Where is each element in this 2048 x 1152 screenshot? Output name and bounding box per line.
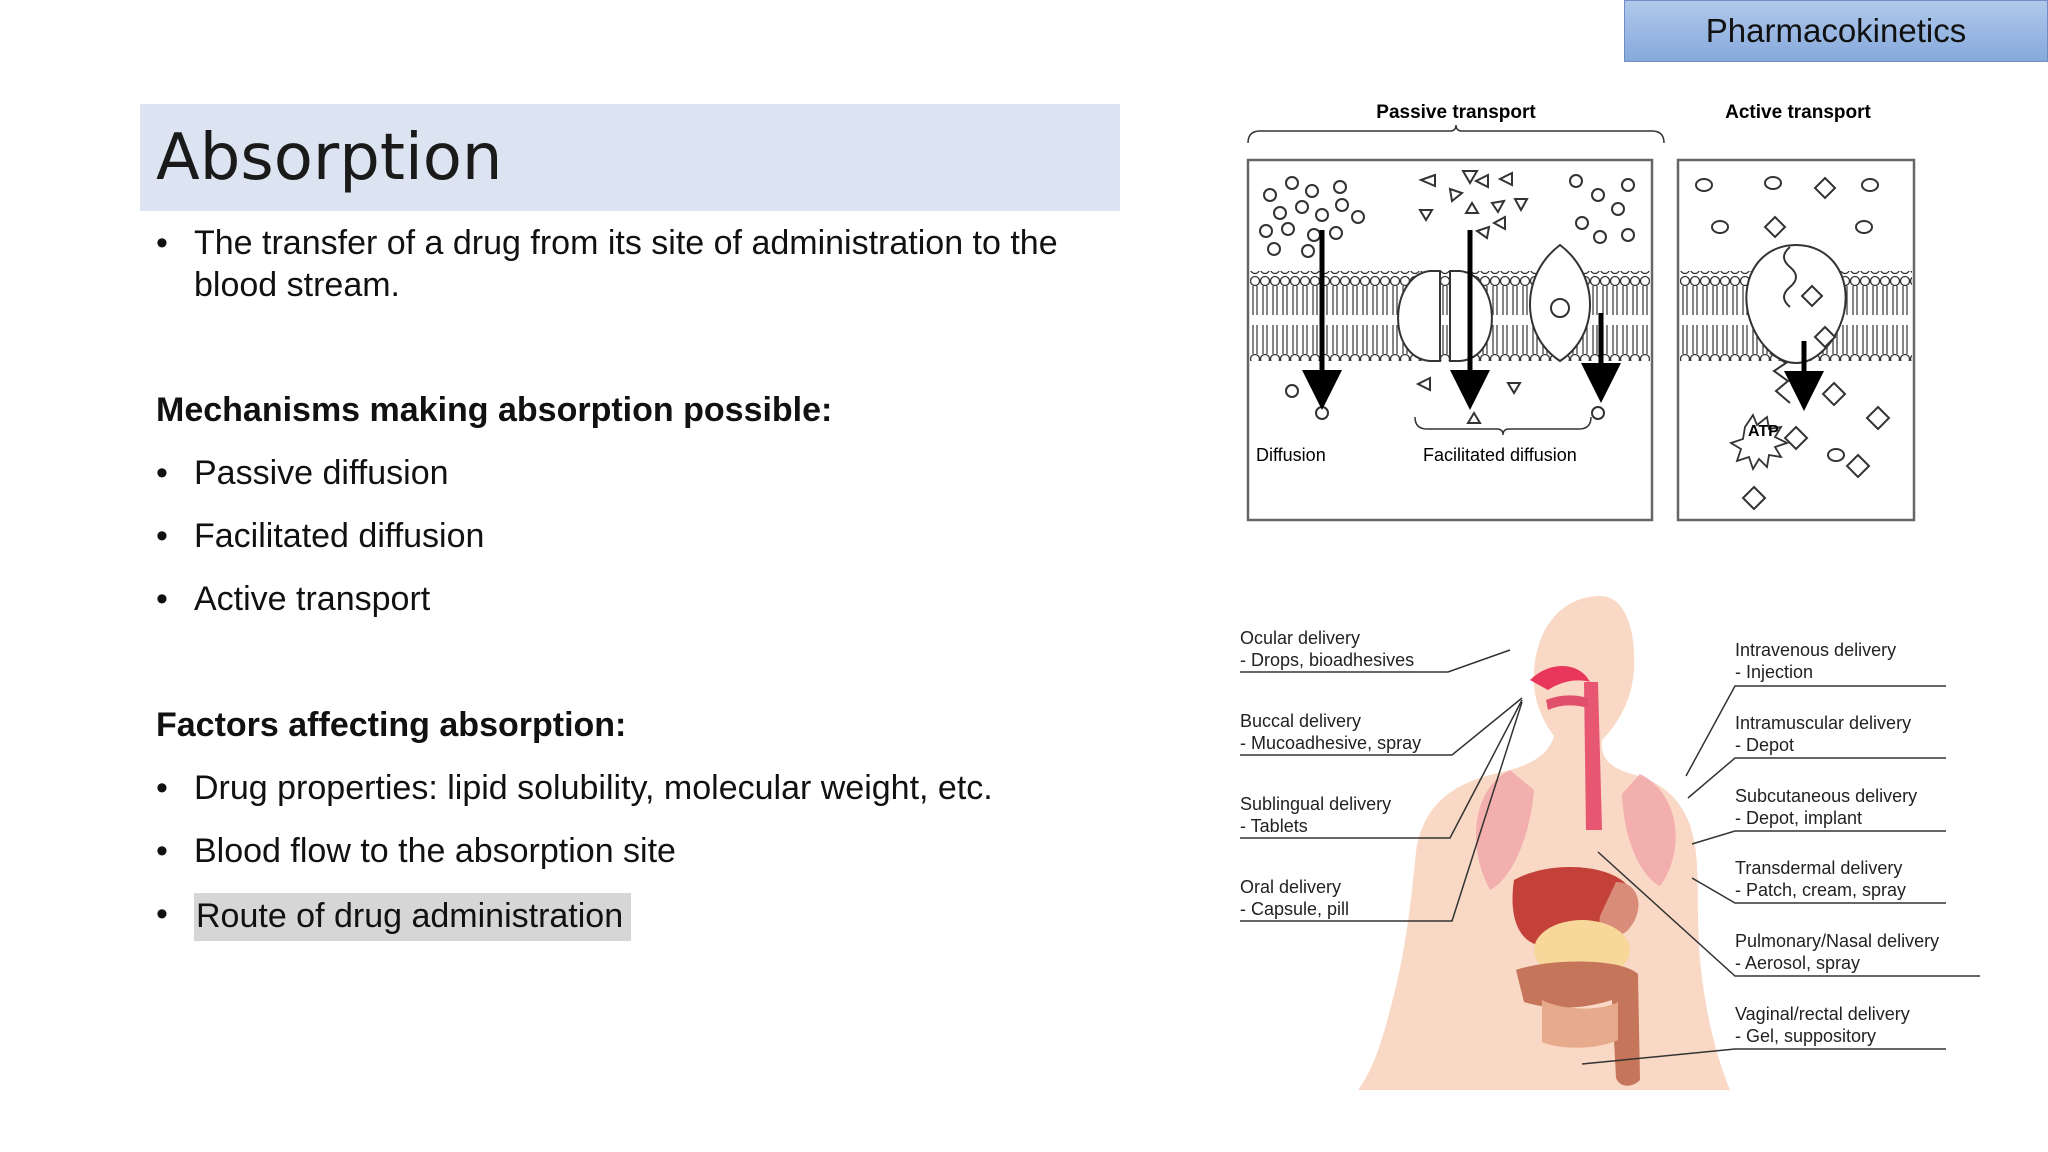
- triangle-molecules: [1415, 170, 1529, 424]
- page-title: Absorption: [156, 120, 503, 195]
- route-detail: - Patch, cream, spray: [1735, 880, 1906, 900]
- active-transport-label: Active transport: [1725, 102, 1871, 123]
- route-name: Ocular delivery: [1240, 628, 1360, 648]
- atp-burst-icon: [1728, 413, 1790, 472]
- facilitated-diffusion-label: Facilitated diffusion: [1423, 445, 1577, 465]
- mechanisms-heading: Mechanisms making absorption possible:: [156, 391, 833, 429]
- section-tag: Pharmacokinetics: [1624, 0, 2048, 62]
- title-banner: Absorption: [140, 104, 1120, 211]
- route-detail: - Drops, bioadhesives: [1240, 650, 1414, 670]
- passive-transport-label: Passive transport: [1376, 102, 1536, 123]
- route-name: Intramuscular delivery: [1735, 713, 1911, 733]
- route-name: Pulmonary/Nasal delivery: [1735, 931, 1939, 951]
- membrane-transport-diagram: Passive transport Active transport: [1246, 102, 1916, 522]
- definition-text: The transfer of a drug from its site of …: [194, 224, 1058, 304]
- passive-bracket: [1247, 124, 1665, 144]
- route-name: Intravenous delivery: [1735, 640, 1896, 660]
- route-detail: - Depot, implant: [1735, 808, 1862, 828]
- route-name: Transdermal delivery: [1735, 858, 1902, 878]
- atp-label: ATP: [1748, 423, 1779, 440]
- diffusion-label: Diffusion: [1256, 445, 1326, 465]
- factor-label: Blood flow to the absorption site: [194, 832, 676, 870]
- facilitated-bracket: [1414, 416, 1592, 436]
- mechanism-label: Facilitated diffusion: [194, 517, 485, 555]
- route-name: Buccal delivery: [1240, 711, 1361, 731]
- active-molecules: [1695, 176, 1891, 511]
- route-detail: - Injection: [1735, 662, 1813, 682]
- mechanism-label: Active transport: [194, 580, 431, 618]
- route-name: Subcutaneous delivery: [1735, 786, 1917, 806]
- channel-protein-icon: [1397, 270, 1441, 362]
- bullet-dot: •: [156, 769, 168, 807]
- factor-label-highlighted: Route of drug administration: [194, 893, 632, 941]
- route-name: Vaginal/rectal delivery: [1735, 1004, 1910, 1024]
- route-detail: - Tablets: [1240, 816, 1308, 836]
- factors-heading: Factors affecting absorption:: [156, 706, 627, 744]
- diffusing-molecules: [1259, 174, 1635, 420]
- route-name: Sublingual delivery: [1240, 794, 1391, 814]
- right-leader-lines: [1581, 685, 1980, 1065]
- route-detail: - Depot: [1735, 735, 1794, 755]
- energy-zigzag: [1769, 352, 1791, 404]
- route-detail: - Gel, suppository: [1735, 1026, 1876, 1046]
- mechanism-label: Passive diffusion: [194, 454, 449, 492]
- bullet-dot: •: [156, 832, 168, 870]
- human-body-silhouette: [1358, 596, 1730, 1090]
- route-name: Oral delivery: [1240, 877, 1341, 897]
- factor-label: Drug properties: lipid solubility, molec…: [194, 769, 993, 807]
- left-leader-lines: [1240, 649, 1523, 922]
- bullet-dot: •: [156, 580, 168, 618]
- bullet-dot: •: [156, 224, 168, 262]
- route-detail: - Capsule, pill: [1240, 899, 1349, 919]
- bullet-dot: •: [156, 895, 168, 933]
- bullet-dot: •: [156, 454, 168, 492]
- route-detail: - Aerosol, spray: [1735, 953, 1860, 973]
- bullet-dot: •: [156, 517, 168, 555]
- route-detail: - Mucoadhesive, spray: [1240, 733, 1421, 753]
- drug-administration-routes-diagram: Ocular delivery - Drops, bioadhesives Bu…: [1240, 596, 1980, 1090]
